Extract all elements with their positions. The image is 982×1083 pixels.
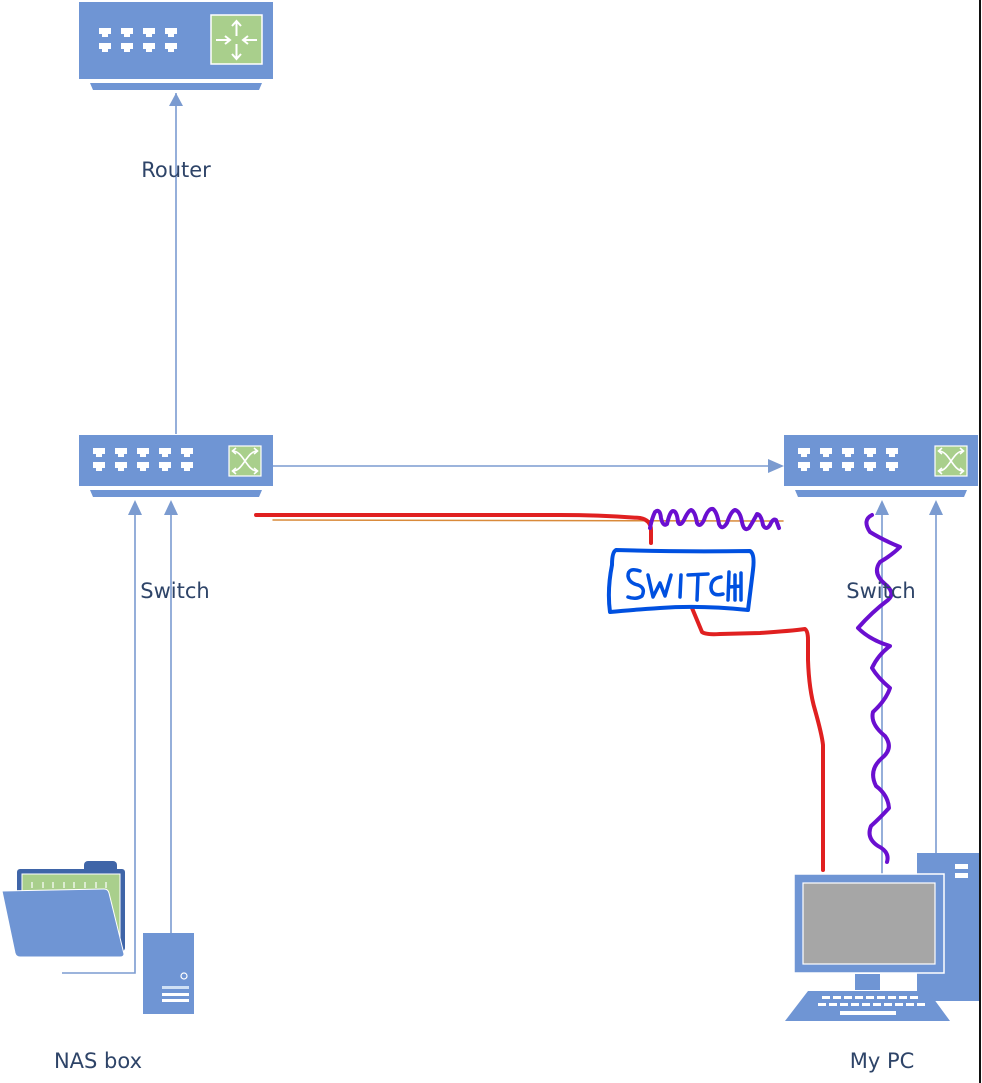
switch-right-arrowhead [768,459,784,473]
nas-label: NAS box [53,1049,143,1073]
router-arrows-icon [210,14,263,65]
pc-arrowhead-b [929,500,943,515]
server-tower-icon [143,933,194,1014]
switch-right-base [795,490,967,497]
thin-orange-line [272,519,784,522]
red-cable-to-pc[interactable] [690,606,825,872]
pc-arrowhead-a [875,500,889,515]
folder-icon [1,861,125,958]
purple-squiggle-horizontal [648,506,781,532]
connector-nas-to-switch-a[interactable] [62,505,136,974]
connectors [62,93,943,974]
annotations [254,506,902,872]
switch-crossed-arrows-icon [934,445,968,477]
router-base [90,83,262,90]
switch-crossed-arrows-icon [228,445,262,477]
pc-label: My PC [849,1049,915,1073]
keyboard-icon [785,991,950,1021]
nas-arrowhead-b [164,500,178,515]
page-right-border [979,0,981,1083]
nas-device[interactable] [1,861,194,1014]
nas-arrowhead-a [128,500,142,515]
router-arrowhead [169,93,183,106]
handdrawn-switch-box[interactable] [606,548,756,614]
router-label: Router [141,158,211,182]
switch-left-label: Switch [140,579,210,603]
monitor-icon [793,873,945,990]
switch-left-device[interactable] [79,435,273,497]
purple-squiggle-vertical [856,513,902,864]
red-cable-to-handdrawn-switch[interactable] [254,513,653,545]
pc-device[interactable] [785,853,979,1021]
router-device[interactable] [79,2,273,90]
switch-right-label: Switch [846,579,916,603]
switch-right-device[interactable] [784,435,978,497]
handdrawn-switch-text [626,568,743,602]
switch-left-base [90,490,262,497]
